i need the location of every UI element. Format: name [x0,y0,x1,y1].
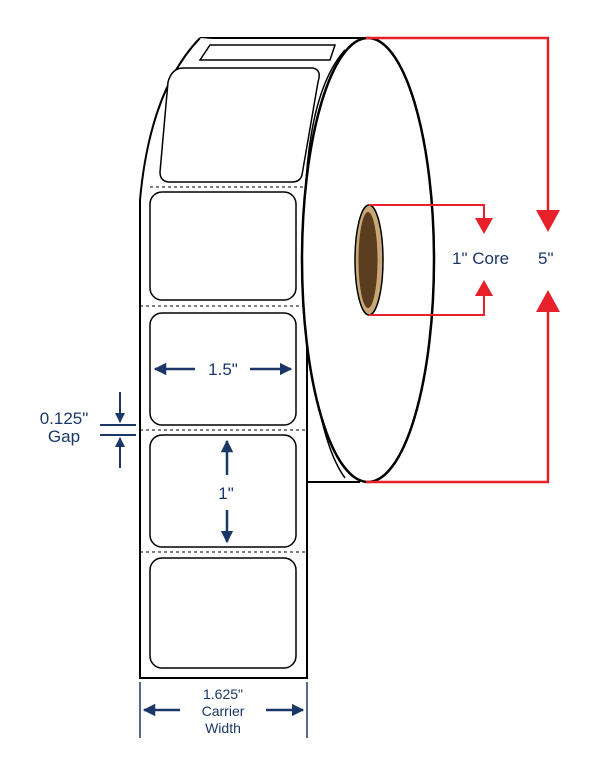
core [354,204,384,316]
label-width-label: 1.5" [208,360,238,379]
gap-word-label: Gap [48,427,80,446]
carrier-width-word-label: Width [205,720,241,736]
core-arrow-down [475,218,493,234]
perforation-lines [140,186,307,553]
gap-dimension [100,424,136,436]
diameter-arrow-up [536,290,560,312]
roll-label-top [198,44,337,61]
label-1 [159,67,320,183]
carrier-width-dimension [139,682,308,738]
label-5 [149,557,297,669]
carrier-word-label: Carrier [202,703,245,719]
core-dimension [369,204,485,316]
diameter-arrow-down [536,210,560,232]
label-2 [149,191,297,301]
label-height-label: 1" [218,484,234,503]
core-arrow-up [475,280,493,296]
label-3 [149,312,297,426]
roll-diameter-label: 5" [538,249,554,268]
roll-diameter-dimension [366,36,550,484]
carrier-value-label: 1.625" [203,686,243,702]
gap-value-label: 0.125" [40,409,89,428]
label-4 [149,434,297,548]
core-label: 1" Core [452,249,509,268]
